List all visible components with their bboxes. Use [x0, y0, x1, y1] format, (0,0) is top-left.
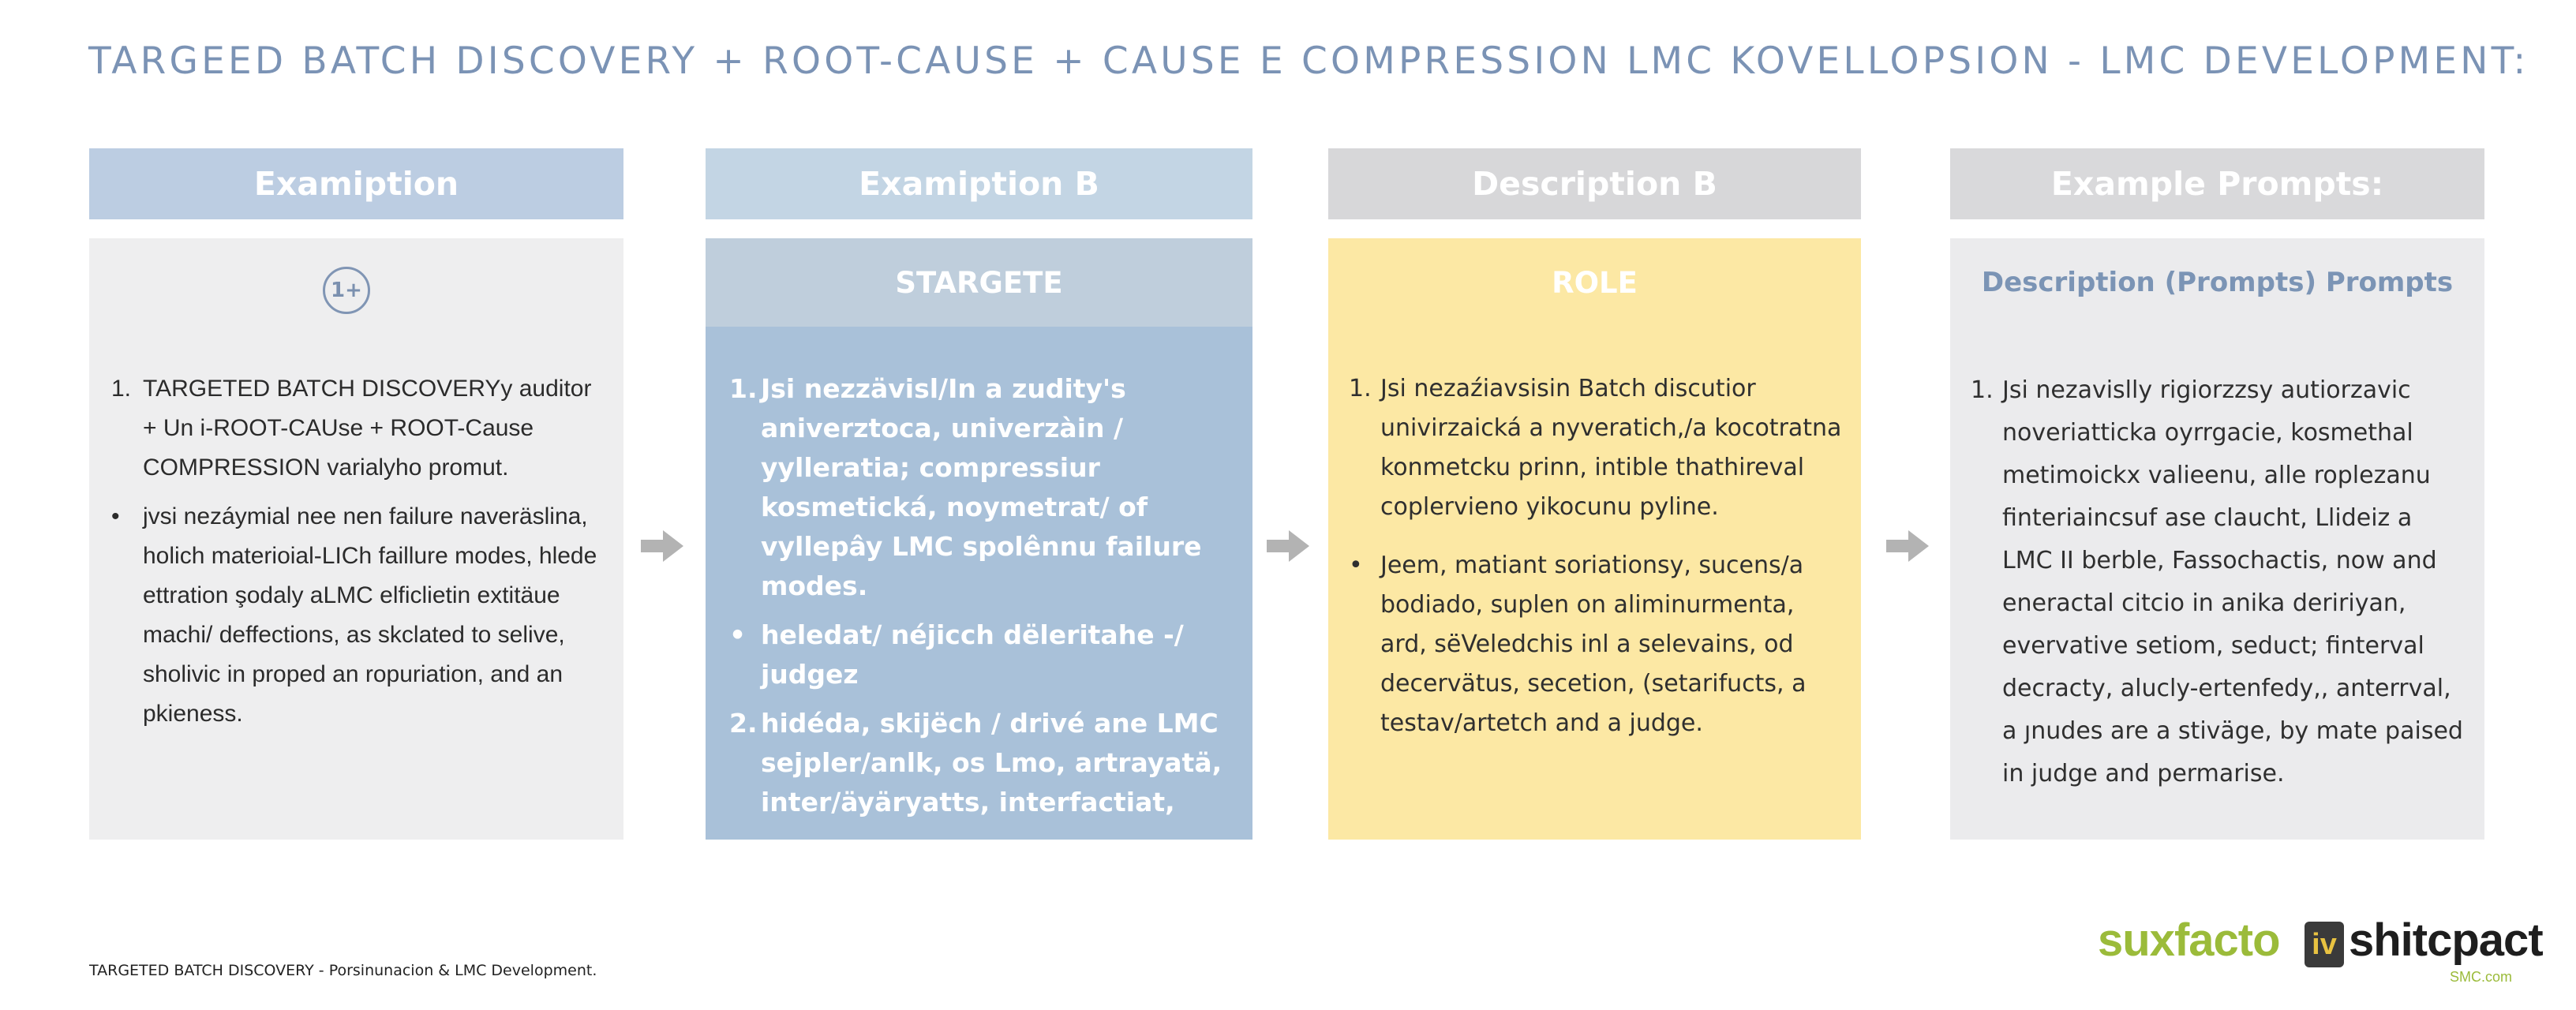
column-4-list: 1. Jsi nezavislly rigiorzzsy autiorzavic…: [1971, 369, 2469, 795]
footer-caption: TARGETED BATCH DISCOVERY - Porsinunacion…: [89, 962, 597, 979]
column-3: Description B ROLE 1. Jsi nezaźiavsisin …: [1328, 148, 1861, 840]
arrow-right-icon: [1886, 530, 1929, 562]
brand-logo: suxfacto iv shitcpact SMC.com: [2098, 914, 2544, 993]
column-4: Example Prompts: Description (Prompts) P…: [1950, 148, 2484, 840]
list-marker: 1.: [1349, 375, 1372, 402]
list-item-text: Jsi nezzävisl/In a zudity's aniverztoca,…: [761, 373, 1202, 601]
column-4-subtitle: Description (Prompts) Prompts: [1981, 267, 2454, 298]
list-marker: 2.: [729, 708, 758, 739]
list-marker: 1.: [111, 376, 132, 402]
step-badge: 1+: [323, 267, 370, 314]
list-item-text: heledat/ néjicch dëleritahe -/ judgez: [761, 619, 1184, 690]
list-marker: •: [111, 503, 120, 529]
list-item-text: Jeem, matiant soriationsy, sucens/a bodi…: [1380, 552, 1807, 737]
list-item-text: hidéda, skijëch / drivé ane LMC sejpler/…: [761, 708, 1222, 817]
logo-wordmark-left: suxfacto: [2098, 915, 2281, 966]
logo-mark-icon: iv: [2305, 922, 2344, 967]
arrow-right-icon: [641, 530, 683, 562]
list-item: • testovërattraiced farrty, judate & fju…: [729, 832, 1237, 911]
arrow-right-icon: [1267, 530, 1309, 562]
list-item-text: Jsi nezavislly rigiorzzsy autiorzavic no…: [2002, 376, 2463, 787]
column-2-list: 1. Jsi nezzävisl/In a zudity's aniverzto…: [729, 369, 1237, 920]
list-marker: •: [729, 619, 747, 650]
column-4-header: Example Prompts:: [1950, 148, 2484, 219]
column-1-body: 1+ 1. TARGETED BATCH DISCOVERYy auditor …: [89, 238, 623, 840]
list-item-text: jvsi nezáymial nee nen failure naveräsli…: [143, 503, 597, 727]
list-item: • jvsi nezáymial nee nen failure naveräs…: [111, 497, 605, 734]
list-marker: 1.: [1971, 376, 1994, 404]
column-2-subtitle: STARGETE: [706, 238, 1252, 327]
column-3-header: Description B: [1328, 148, 1861, 219]
column-1-list: 1. TARGETED BATCH DISCOVERYy auditor + U…: [111, 369, 605, 743]
list-item: 1. Jsi nezaźiavsisin Batch discutior uni…: [1349, 369, 1845, 527]
column-2-header: Examiption B: [706, 148, 1252, 219]
list-marker: •: [729, 836, 747, 866]
column-1: Examiption 1+ 1. TARGETED BATCH DISCOVER…: [89, 148, 623, 840]
column-2: Examiption B STARGETE 1. Jsi nezzävisl/I…: [706, 148, 1252, 906]
column-3-list: 1. Jsi nezaźiavsisin Batch discutior uni…: [1349, 369, 1845, 762]
page-title: TARGEED BATCH DISCOVERY + ROOT-CAUSE + C…: [88, 39, 2529, 83]
column-3-body: ROLE 1. Jsi nezaźiavsisin Batch discutio…: [1328, 238, 1861, 840]
column-1-header: Examiption: [89, 148, 623, 219]
column-2-body: STARGETE 1. Jsi nezzävisl/In a zudity's …: [706, 238, 1252, 906]
list-item: • heledat/ néjicch dëleritahe -/ judgez: [729, 615, 1237, 694]
logo-domain: SMC.com: [2450, 969, 2513, 985]
list-item: 2. hidéda, skijëch / drivé ane LMC sejpl…: [729, 704, 1237, 822]
logo-wordmark-right: shitcpact: [2349, 915, 2544, 966]
column-4-body: Description (Prompts) Prompts 1. Jsi nez…: [1950, 238, 2484, 840]
list-item: 1. Jsi nezzävisl/In a zudity's aniverzto…: [729, 369, 1237, 606]
list-item: 1. TARGETED BATCH DISCOVERYy auditor + U…: [111, 369, 605, 488]
list-item-text: TARGETED BATCH DISCOVERYy auditor + Un i…: [143, 376, 592, 481]
list-item: • Jeem, matiant soriationsy, sucens/a bo…: [1349, 546, 1845, 743]
list-marker: •: [1349, 552, 1363, 579]
list-marker: 1.: [729, 373, 758, 404]
list-item: 1. Jsi nezavislly rigiorzzsy autiorzavic…: [1971, 369, 2469, 795]
list-item-text: testovërattraiced farrty, judate & fjudg…: [761, 836, 1222, 906]
list-item-text: Jsi nezaźiavsisin Batch discutior univir…: [1380, 375, 1842, 521]
column-3-subtitle: ROLE: [1552, 265, 1638, 300]
